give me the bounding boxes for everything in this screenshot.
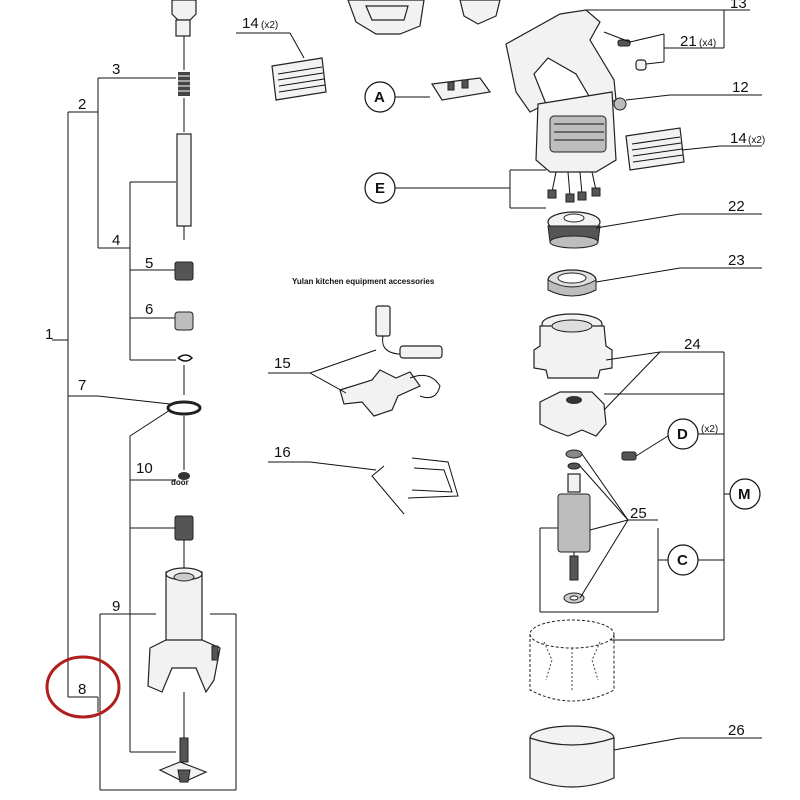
part-number-1: 1 bbox=[45, 326, 53, 343]
cable-sensor-part bbox=[339, 305, 443, 417]
grille-part-right bbox=[625, 127, 685, 171]
part-number-21: 21 bbox=[680, 33, 697, 50]
callout-e: E bbox=[375, 180, 385, 197]
callout-c: C bbox=[677, 552, 688, 569]
part-number-24: 24 bbox=[684, 336, 701, 353]
part-number-12: 12 bbox=[732, 79, 749, 96]
part-number-14-left: 14 bbox=[242, 15, 259, 32]
part-number-13: 13 bbox=[730, 0, 747, 12]
door-overlay-label: door bbox=[171, 478, 189, 487]
part-number-3: 3 bbox=[112, 61, 120, 78]
part-number-6: 6 bbox=[145, 301, 153, 318]
part-number-22: 22 bbox=[728, 198, 745, 215]
blade-part bbox=[158, 737, 208, 783]
part-number-9: 9 bbox=[112, 598, 120, 615]
housing-top-part bbox=[347, 0, 501, 35]
part-number-5: 5 bbox=[145, 255, 153, 272]
highlight-circle bbox=[45, 655, 121, 719]
qty-14-left: (x2) bbox=[261, 20, 278, 31]
bushing-part bbox=[174, 261, 194, 281]
callout-m: M bbox=[738, 486, 751, 503]
part-number-4: 4 bbox=[112, 232, 120, 249]
part-number-25: 25 bbox=[630, 505, 647, 522]
bearing-ring-part bbox=[547, 269, 597, 297]
part-number-23: 23 bbox=[728, 252, 745, 269]
callout-d: D bbox=[677, 426, 688, 443]
wire-leads-part bbox=[547, 171, 601, 203]
part-number-8: 8 bbox=[78, 681, 86, 698]
spring-part bbox=[178, 72, 190, 96]
sleeve-part bbox=[174, 311, 194, 331]
stator-part bbox=[529, 619, 615, 702]
cover-cup-part bbox=[529, 725, 615, 788]
left-assembly bbox=[52, 0, 237, 791]
wire-clip-part bbox=[371, 457, 459, 515]
foot-housing-part bbox=[147, 567, 221, 694]
qty-21: (x4) bbox=[699, 38, 716, 49]
grille-part-left bbox=[271, 57, 327, 101]
part-number-16: 16 bbox=[274, 444, 291, 461]
part-number-14-right: 14 bbox=[730, 130, 747, 147]
brush-holder-part bbox=[539, 391, 607, 437]
caption-text: Yulan kitchen equipment accessories bbox=[292, 277, 435, 286]
rod-part bbox=[176, 133, 192, 227]
fan-part bbox=[547, 211, 601, 249]
part-number-7: 7 bbox=[78, 377, 86, 394]
part-number-2: 2 bbox=[78, 96, 86, 113]
part-number-26: 26 bbox=[728, 722, 745, 739]
connector-board-part bbox=[430, 77, 492, 101]
part-number-15: 15 bbox=[274, 355, 291, 372]
part-number-10: 10 bbox=[136, 460, 153, 477]
motor-head-part bbox=[505, 9, 627, 173]
callout-a: A bbox=[374, 89, 385, 106]
armature-part bbox=[557, 449, 591, 604]
qty-d: (x2) bbox=[701, 424, 718, 435]
qty-14-right: (x2) bbox=[748, 135, 765, 146]
o-ring-part bbox=[166, 400, 202, 416]
motor-housing-part bbox=[533, 313, 613, 379]
